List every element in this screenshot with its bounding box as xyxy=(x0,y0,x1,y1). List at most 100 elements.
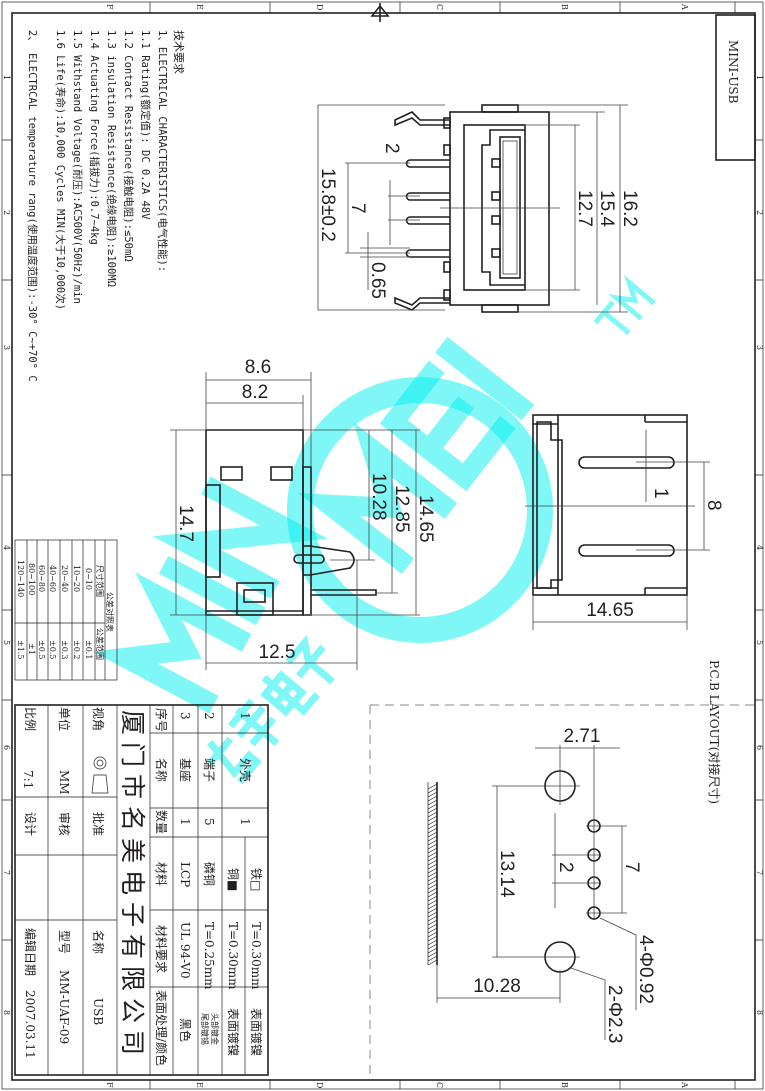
dim-8-6: 8.6 xyxy=(245,357,271,378)
grid-letter: F xyxy=(105,1082,114,1088)
bom-cell: 铁□ xyxy=(249,868,263,891)
dim-14-65-front: 14.65 xyxy=(586,600,634,621)
dim-15-4: 15.4 xyxy=(596,190,617,227)
bom-table xyxy=(14,704,269,1076)
dim-10-28-pcb: 10.28 xyxy=(473,976,521,997)
dim-7: 7 xyxy=(347,203,368,214)
tolerance-cell: 10~20 xyxy=(72,565,81,592)
tolerance-header-range: 尺寸范围 xyxy=(95,565,105,597)
bom-cell: 2 xyxy=(202,712,216,720)
dim-16-2: 16.2 xyxy=(619,190,640,227)
side-view-drawing xyxy=(170,372,420,670)
bom-cell: 端子 xyxy=(202,758,216,782)
bom-cell: 1 xyxy=(238,818,252,826)
dim-12-85: 12.85 xyxy=(391,485,412,533)
dim-2-pcb: 2 xyxy=(555,862,576,873)
grid-letter: D xyxy=(315,1082,324,1088)
title-box xyxy=(715,14,756,161)
grid-number: 2 xyxy=(755,210,764,215)
unit-label: 单位 xyxy=(57,707,72,731)
dim-4-holes: 4-Φ0.92 xyxy=(635,935,656,1004)
date-value: 2007.03.11 xyxy=(23,990,37,1059)
bom-cell: 黑色 xyxy=(178,1018,192,1042)
bom-cell: T=0.25mm xyxy=(202,922,216,990)
bom-header: 材料要求 xyxy=(154,925,168,973)
grid-number: 3 xyxy=(755,345,764,350)
tolerance-cell: ±0.2 xyxy=(72,640,81,659)
design-label: 设计 xyxy=(23,812,37,836)
view-label: 视角 xyxy=(91,707,106,731)
approve-label: 批准 xyxy=(91,812,106,836)
projection-symbol-icon xyxy=(91,756,109,794)
bom-cell: 基座 xyxy=(178,758,193,782)
dim-15-8: 15.8±0.2 xyxy=(317,168,338,242)
bom-header: 名称 xyxy=(154,758,169,782)
name-label: 名称 xyxy=(91,930,106,954)
bom-cell: 表面镀镍 xyxy=(249,1008,263,1056)
tolerance-cell: ±0.5 xyxy=(37,640,46,659)
dim-2-holes: 2-Φ2.3 xyxy=(604,985,625,1043)
bom-cell: T=0.30mm xyxy=(249,922,263,990)
model-value: MM-UAF-09 xyxy=(57,970,71,1044)
tolerance-header-tolerance: 公差范围 xyxy=(95,628,105,660)
dim-2-71: 2.71 xyxy=(564,726,601,747)
grid-number: 1 xyxy=(755,75,764,80)
tolerance-cell: 20~40 xyxy=(60,565,69,592)
dim-0-65: 0.65 xyxy=(367,262,388,299)
dim-1: 1 xyxy=(650,488,671,499)
requirement-line: 1.4 Actuating Force(插拔力):0.7~4kg xyxy=(88,30,101,245)
grid-number: 3 xyxy=(2,345,11,350)
dim-13-14: 13.14 xyxy=(496,850,517,898)
dim-7-pcb: 7 xyxy=(621,862,642,873)
requirement-line: 1.1 Rating(额定值): DC 0.2A 48V xyxy=(139,30,152,220)
dim-14-65: 14.65 xyxy=(415,495,436,543)
bom-cell: 头部镀金 xyxy=(210,1013,220,1045)
requirement-line: 1.3 insulation Resistance(绝缘电阻):≥100MΩ xyxy=(105,30,118,287)
grid-number: 7 xyxy=(755,870,764,875)
dim-12-7: 12.7 xyxy=(574,190,595,227)
grid-number: 1 xyxy=(2,75,11,80)
date-label: 编辑日期 xyxy=(23,928,38,976)
grid-letter: E xyxy=(195,4,204,10)
dim-14-7: 14.7 xyxy=(175,505,196,542)
requirement-line: 1.5 Withstand Voltage(耐压):AC500V(50Hz)/m… xyxy=(71,30,84,304)
grid-letter: C xyxy=(435,1082,444,1088)
title-box-text: MINI-USB xyxy=(726,40,740,104)
bom-header: 材料 xyxy=(154,862,168,886)
bom-header: 序号 xyxy=(154,708,169,732)
tolerance-cell: ±1.5 xyxy=(16,640,25,659)
pcb-layout-drawing xyxy=(427,745,637,1040)
tolerance-cell: 40~60 xyxy=(48,565,57,592)
bom-cell: 尾部镀锡 xyxy=(200,1013,210,1045)
grid-letter: A xyxy=(680,1081,689,1088)
grid-number: 6 xyxy=(2,745,11,750)
front-view-drawing xyxy=(525,414,710,630)
tolerance-cell: ±1 xyxy=(27,643,36,655)
grid-number: 5 xyxy=(755,640,764,645)
technical-requirements: 技术要求 1、ELECTRICAL CHARACTERISTICS(电气性能):… xyxy=(26,30,185,382)
tolerance-cell: ±0.3 xyxy=(60,640,69,659)
dim-8-2: 8.2 xyxy=(242,382,268,403)
watermark-logo xyxy=(92,274,656,785)
tolerance-cell: 60~80 xyxy=(37,565,46,592)
requirement-line: 1.2 Contact Resistance(接触电阻):≤50mΩ xyxy=(122,30,135,262)
bom-header: 数量 xyxy=(154,810,169,834)
grid-number: 2 xyxy=(2,210,11,215)
center-mark-icon xyxy=(370,3,390,22)
tolerance-cell: ±0.5 xyxy=(48,640,57,659)
pcb-layout-title: P.C.B LAYOUT(对接尺寸) xyxy=(707,660,722,804)
grid-letter: C xyxy=(435,4,444,10)
tolerance-cell: ±0.1 xyxy=(84,640,93,659)
tolerance-title: 公差对照表 xyxy=(105,592,115,632)
top-view-drawing xyxy=(317,104,628,313)
grid-number: 7 xyxy=(2,870,11,875)
grid-number: 6 xyxy=(755,745,764,750)
scale-label: 比例 xyxy=(23,707,37,731)
company-name: 厦门市名美电子有限公司 xyxy=(118,710,147,1062)
bom-cell: T=0.30mm xyxy=(226,922,240,990)
model-label: 型号 xyxy=(57,930,71,954)
pcb-section-border xyxy=(369,704,755,1075)
